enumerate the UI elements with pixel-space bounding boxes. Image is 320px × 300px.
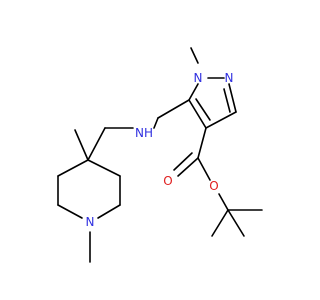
atom-label-pyrazole-n1: N bbox=[194, 71, 203, 85]
bond bbox=[218, 193, 229, 211]
molecule-structure: N N NH N O O bbox=[57, 47, 263, 263]
atom-label-amine-nh: NH bbox=[135, 126, 153, 140]
bond bbox=[87, 127, 106, 161]
bond bbox=[197, 157, 211, 181]
bond bbox=[223, 88, 231, 113]
bond bbox=[173, 152, 193, 171]
atom-label-pyrazole-n2: N bbox=[225, 71, 234, 85]
molecule-canvas: N N NH N O O bbox=[57, 47, 263, 263]
bond bbox=[227, 209, 245, 237]
bond bbox=[205, 111, 237, 129]
atom-label-ester-carbonyl-o: O bbox=[163, 174, 172, 188]
bond bbox=[197, 127, 207, 159]
bond bbox=[157, 99, 190, 119]
bond bbox=[87, 159, 121, 177]
bond bbox=[190, 47, 199, 64]
bond bbox=[211, 209, 229, 237]
bond bbox=[153, 117, 159, 129]
bond bbox=[57, 204, 83, 219]
bond bbox=[188, 99, 207, 129]
bonds bbox=[57, 47, 263, 263]
bond bbox=[97, 204, 121, 219]
bond bbox=[74, 129, 89, 161]
bond bbox=[177, 157, 199, 177]
bond bbox=[188, 83, 199, 101]
atom-labels: N N NH N O O bbox=[86, 71, 234, 229]
atom-label-ester-ether-o: O bbox=[209, 179, 218, 193]
bond bbox=[228, 83, 237, 113]
atom-label-piperidine-n: N bbox=[86, 215, 95, 229]
bond bbox=[195, 98, 211, 121]
bond bbox=[57, 159, 89, 177]
